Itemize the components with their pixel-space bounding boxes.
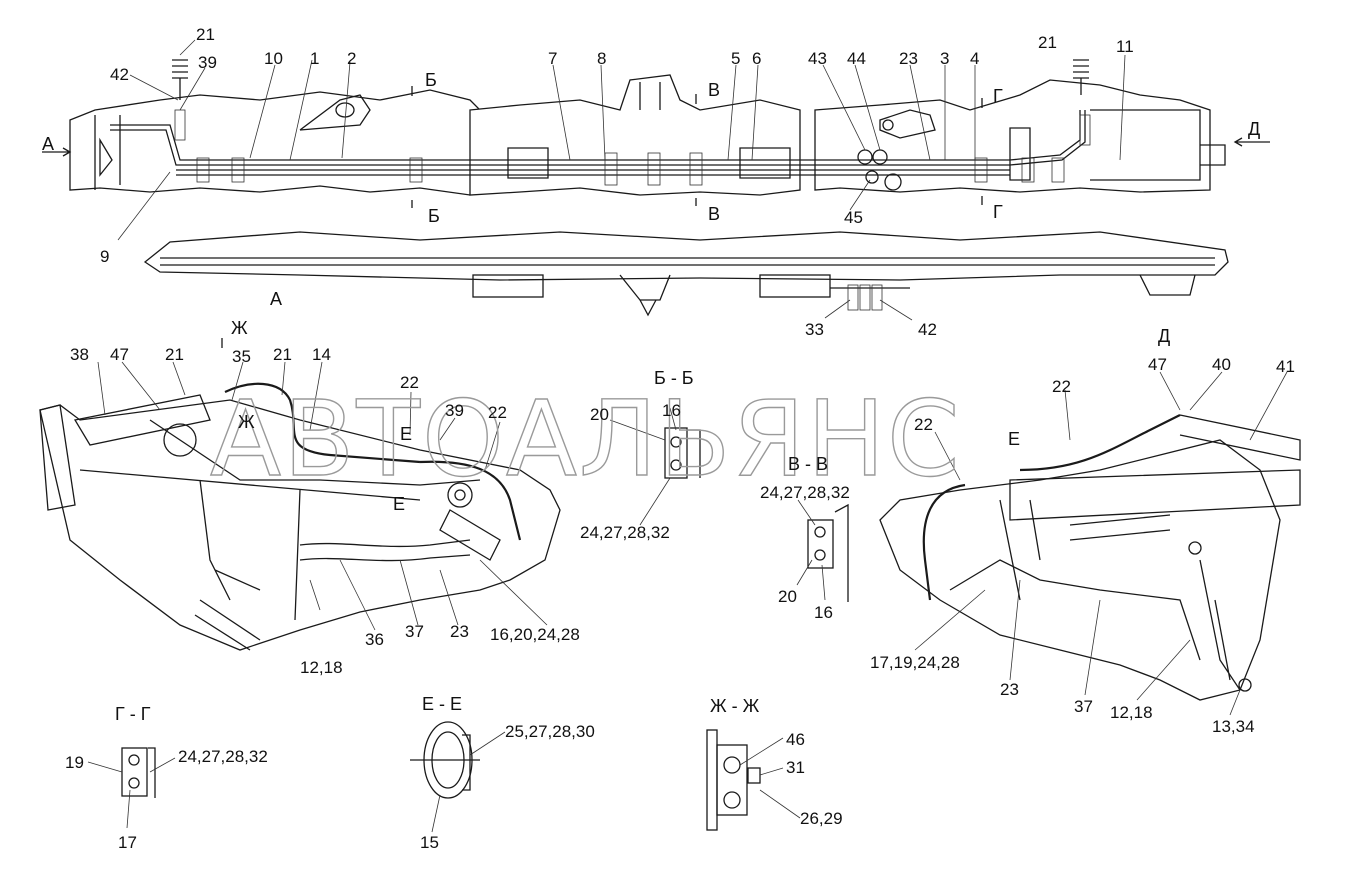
part-label: 2 xyxy=(347,49,356,68)
part-label: 22 xyxy=(1052,377,1071,396)
section-title-bb: Б - Б xyxy=(654,368,694,388)
part-label: 23 xyxy=(1000,680,1019,699)
part-label: 26,29 xyxy=(800,809,843,828)
part-label: 17,19,24,28 xyxy=(870,653,960,672)
part-label: 12,18 xyxy=(300,658,343,677)
part-label: 39 xyxy=(445,401,464,420)
part-label: 37 xyxy=(1074,697,1093,716)
watermark-text: АВТОАЛЬЯНС xyxy=(210,378,962,500)
cut-mark-e: Е xyxy=(400,424,412,444)
part-label: 24,27,28,32 xyxy=(178,747,268,766)
part-label: 35 xyxy=(232,347,251,366)
part-label: 38 xyxy=(70,345,89,364)
part-label: 17 xyxy=(118,833,137,852)
part-label: 42 xyxy=(110,65,129,84)
frame-side-view xyxy=(143,231,1229,317)
section-title-ee: Е - Е xyxy=(422,694,462,714)
part-label: 11 xyxy=(1116,37,1134,56)
section-bb xyxy=(664,427,701,479)
labels-right-view: 47 40 41 22 22 17,19,24,28 23 37 12,18 1… xyxy=(870,355,1295,736)
cut-mark-g: Г xyxy=(993,86,1003,106)
part-label: 47 xyxy=(1148,355,1167,374)
part-label: 31 xyxy=(786,758,805,777)
cut-mark-e: Е xyxy=(393,494,405,514)
part-label: 21 xyxy=(273,345,292,364)
part-label: 4 xyxy=(970,49,979,68)
part-label: 23 xyxy=(450,622,469,641)
part-label: 3 xyxy=(940,49,949,68)
part-label: 16 xyxy=(814,603,833,622)
part-label: 6 xyxy=(752,49,761,68)
section-labels: Б - Б В - В Г - Г Е - Е Ж - Ж 20 16 24,2… xyxy=(65,368,850,852)
cut-mark-v: В xyxy=(708,80,720,100)
cut-mark-zh: Ж xyxy=(238,412,255,432)
part-label: 45 xyxy=(844,208,863,227)
section-ee xyxy=(410,721,480,799)
part-label: 14 xyxy=(312,345,331,364)
section-vv xyxy=(807,503,849,602)
part-label: 37 xyxy=(405,622,424,641)
part-label: 7 xyxy=(548,49,557,68)
section-zhzh xyxy=(706,729,761,831)
part-label: 40 xyxy=(1212,355,1231,374)
part-label: 44 xyxy=(847,49,866,68)
left-detail-view xyxy=(39,382,561,651)
part-label: 24,27,28,32 xyxy=(580,523,670,542)
part-label: 15 xyxy=(420,833,439,852)
labels-top: 21 42 39 10 1 2 7 8 5 6 43 44 23 3 4 21 … xyxy=(100,25,1134,339)
part-label: 20 xyxy=(778,587,797,606)
part-label: 16,20,24,28 xyxy=(490,625,580,644)
labels-left-view: 38 47 21 35 21 14 22 39 22 36 37 23 12,1… xyxy=(70,345,580,677)
section-title-zhzh: Ж - Ж xyxy=(710,696,760,716)
part-label: 21 xyxy=(1038,33,1057,52)
part-label: 22 xyxy=(488,403,507,422)
part-label: 24,27,28,32 xyxy=(760,483,850,502)
part-label: 39 xyxy=(198,53,217,72)
part-label: 21 xyxy=(165,345,184,364)
part-label: 13,34 xyxy=(1212,717,1255,736)
view-mark-a: А xyxy=(42,134,54,154)
part-label: 16 xyxy=(662,401,681,420)
part-label: 22 xyxy=(400,373,419,392)
cut-mark-g: Г xyxy=(993,202,1003,222)
part-label: 46 xyxy=(786,730,805,749)
part-label: 19 xyxy=(65,753,84,772)
part-label: 9 xyxy=(100,247,109,266)
cut-mark-v: В xyxy=(708,204,720,224)
part-label: 43 xyxy=(808,49,827,68)
part-label: 47 xyxy=(110,345,129,364)
right-detail-view xyxy=(879,414,1301,701)
part-label: 20 xyxy=(590,405,609,424)
view-mark-d-title: Д xyxy=(1158,326,1170,346)
part-label: 8 xyxy=(597,49,606,68)
part-label: 33 xyxy=(805,320,824,339)
part-label: 36 xyxy=(365,630,384,649)
part-label: 42 xyxy=(918,320,937,339)
section-title-gg: Г - Г xyxy=(115,704,151,724)
section-gg xyxy=(121,747,156,798)
part-label: 5 xyxy=(731,49,740,68)
part-label: 22 xyxy=(914,415,933,434)
section-title-vv: В - В xyxy=(788,454,828,474)
view-mark-d: Д xyxy=(1248,119,1260,139)
frame-top-view xyxy=(69,59,1226,196)
cut-mark-e: Е xyxy=(1008,429,1020,449)
part-label: 12,18 xyxy=(1110,703,1153,722)
part-label: 23 xyxy=(899,49,918,68)
view-markers: А А Д Д Б Б В В Г Г Е Е Е Ж Ж xyxy=(42,70,1270,514)
part-label: 10 xyxy=(264,49,283,68)
part-label: 21 xyxy=(196,25,215,44)
leader-lines xyxy=(87,39,1288,833)
part-label: 1 xyxy=(310,49,319,68)
view-mark-a-title: А xyxy=(270,289,282,309)
cut-mark-zh: Ж xyxy=(231,318,248,338)
cut-mark-b: Б xyxy=(428,206,440,226)
part-label: 41 xyxy=(1276,357,1295,376)
cut-mark-b: Б xyxy=(425,70,437,90)
part-label: 25,27,28,30 xyxy=(505,722,595,741)
